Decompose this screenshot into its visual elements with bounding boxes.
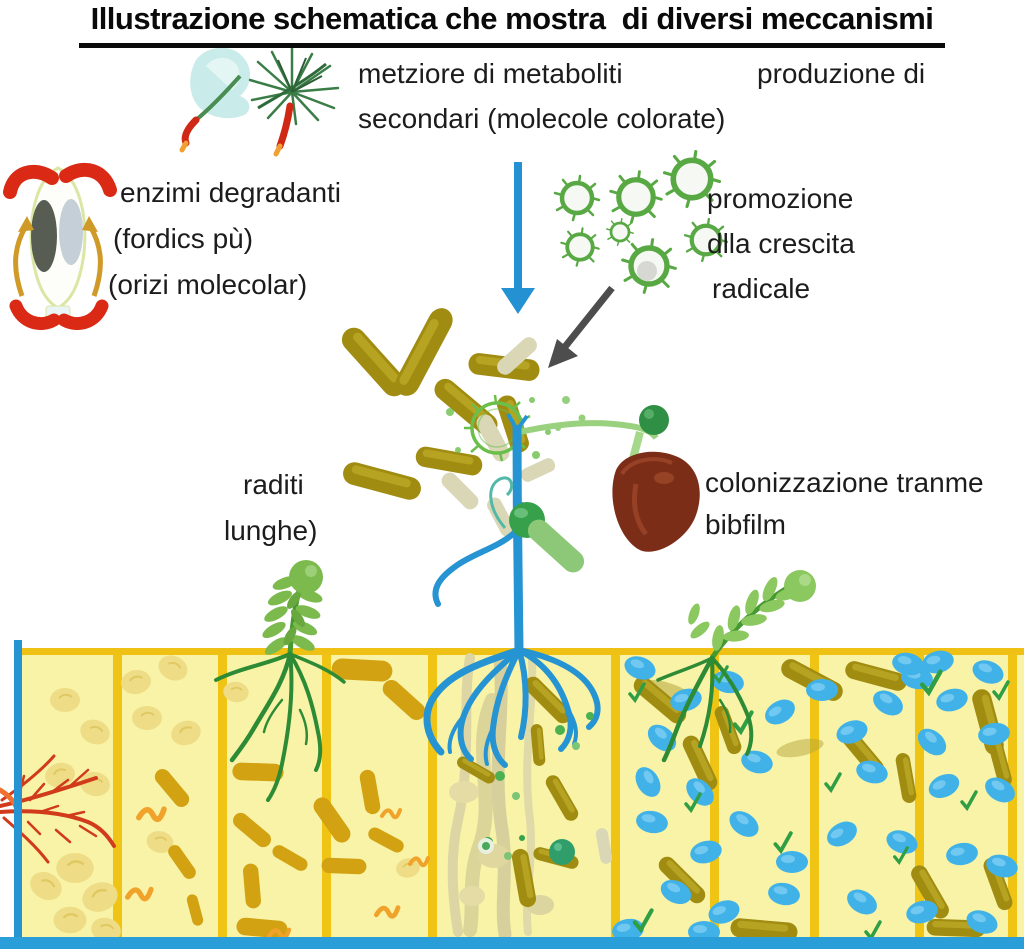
- soil-blue-beans: [610, 647, 1021, 944]
- frame-borders: [0, 640, 1024, 949]
- label-colonization-line1: colonizzazione tranme: [705, 467, 984, 498]
- label-roots-line1: raditi: [243, 469, 304, 500]
- label-colonization-line2: bibfilm: [705, 509, 786, 540]
- red-root-icon: [0, 754, 116, 864]
- label-promotion-line3: radicale: [712, 273, 811, 304]
- label-metabolites-line2: secondari (molecole colorate): [358, 103, 726, 134]
- central-pale-roots: [447, 653, 614, 941]
- fern-right-icon: [656, 570, 816, 763]
- label-enzymes-line1: enzimi degradanti: [120, 177, 342, 208]
- brown-seed-icon: [612, 451, 700, 552]
- page-title: Illustrazione schematica che mostra di d…: [78, 1, 946, 48]
- root-system: [423, 646, 601, 768]
- label-enzymes-line3: (orizi molecolar): [108, 269, 308, 300]
- label-promotion-line1: promozione: [707, 183, 854, 214]
- enzyme-cell-icon: [3, 162, 117, 330]
- fern-left-icon: [214, 560, 346, 802]
- label-roots-line2: lunghe): [224, 515, 318, 546]
- label-promotion-line2: dlla crescita: [707, 228, 855, 259]
- blue-down-arrow-icon: [501, 162, 535, 314]
- label-enzymes-line2: (fordics pù): [113, 223, 254, 254]
- label-metabolites-line1: metziore di metaboliti: [358, 58, 623, 89]
- plant-sprig-icon: [179, 46, 340, 157]
- page-title-wrap: Illustrazione schematica che mostra di d…: [0, 1, 1024, 48]
- bacteria-rods-icon: [336, 303, 586, 540]
- label-production: produzione di: [757, 58, 926, 89]
- germ-cluster-icon: [555, 152, 727, 293]
- gray-diagonal-arrow-icon: [548, 285, 615, 368]
- blue-seedling-icon: [432, 394, 700, 652]
